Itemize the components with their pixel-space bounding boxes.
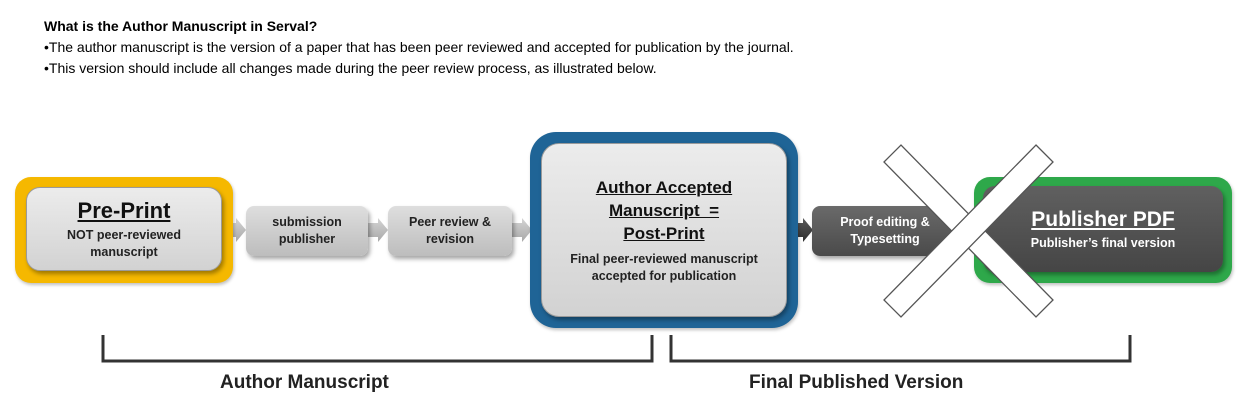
intro-question: What is the Author Manuscript in Serval? bbox=[44, 18, 318, 34]
proof-step: Proof editing & Typesetting bbox=[812, 206, 958, 256]
arrow-accepted-to-proof bbox=[795, 218, 813, 242]
postprint-subtitle: Final peer-reviewed manuscript accepted … bbox=[570, 251, 758, 283]
preprint-title: Pre-Print bbox=[77, 198, 171, 223]
postprint-title-line-1: Author Accepted bbox=[595, 177, 733, 197]
proof-label: Proof editing & Typesetting bbox=[840, 215, 930, 246]
bracket-final-published bbox=[669, 335, 1132, 363]
publisher-title: Publisher PDF bbox=[1031, 208, 1175, 231]
preprint-box: Pre-Print NOT peer-reviewed manuscript bbox=[26, 187, 222, 271]
intro-text: What is the Author Manuscript in Serval?… bbox=[44, 16, 794, 79]
preprint-subtitle: NOT peer-reviewed manuscript bbox=[67, 228, 181, 259]
intro-bullet-2: •This version should include all changes… bbox=[44, 60, 657, 76]
author-manuscript-label: Author Manuscript bbox=[220, 372, 389, 393]
publisher-box: Publisher PDF Publisher’s final version bbox=[983, 186, 1223, 272]
submission-step: submission publisher bbox=[246, 206, 368, 256]
postprint-box: Author Accepted Manuscript = Post-Print … bbox=[541, 143, 787, 317]
bracket-author-manuscript bbox=[101, 335, 654, 363]
intro-bullet-1: •The author manuscript is the version of… bbox=[44, 39, 794, 55]
postprint-title-line-3: Post-Print bbox=[623, 223, 705, 243]
submission-label: submission publisher bbox=[272, 215, 342, 246]
peer-review-step: Peer review & revision bbox=[388, 206, 512, 256]
arrow-review-to-accepted bbox=[512, 218, 532, 242]
final-published-label: Final Published Version bbox=[749, 372, 964, 393]
publisher-subtitle: Publisher’s final version bbox=[1030, 236, 1176, 250]
peer-review-label: Peer review & revision bbox=[409, 215, 491, 246]
postprint-title-line-2: Manuscript = bbox=[608, 200, 720, 220]
arrow-submission-to-review bbox=[368, 218, 388, 242]
